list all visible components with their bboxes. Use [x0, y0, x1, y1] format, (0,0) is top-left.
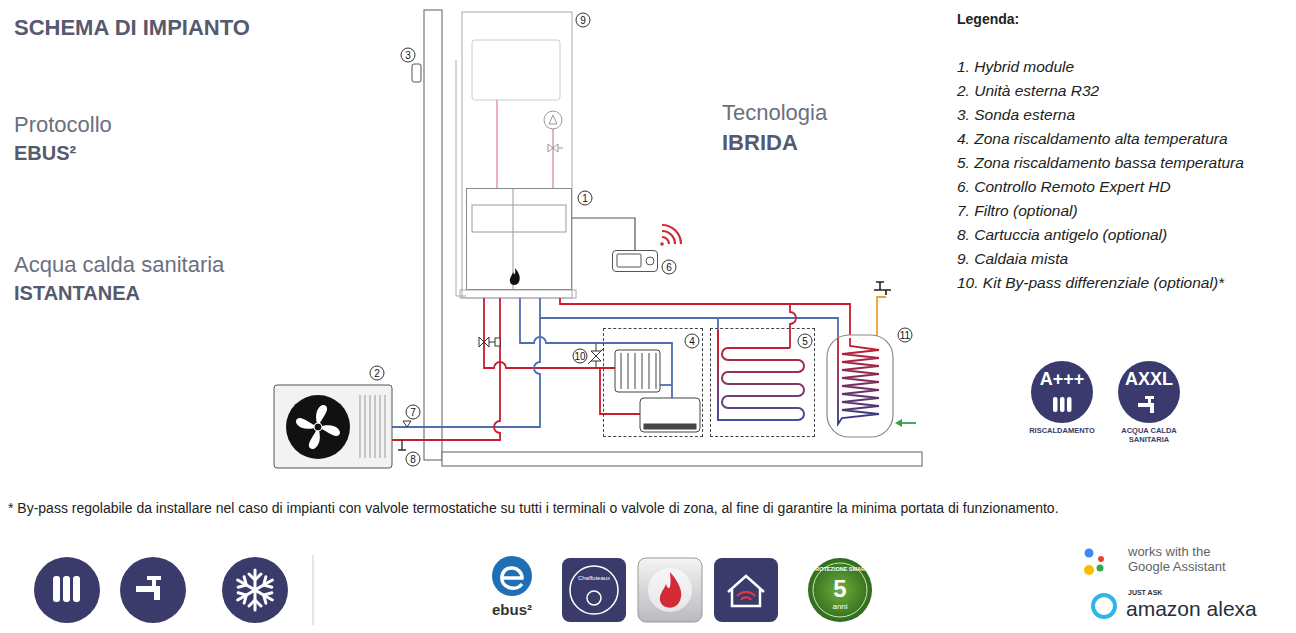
legend-entry: 5. Zona riscaldamento bassa temperatura [957, 154, 1244, 172]
diagram-title: SCHEMA DI IMPIANTO [14, 15, 250, 40]
fan-coil [640, 398, 700, 432]
floor-heating-coil [718, 330, 804, 420]
radiator-fins [621, 353, 656, 389]
wifi-symbol [660, 225, 681, 246]
text-label: Chaffoteaux [578, 575, 610, 582]
text-label: ebus² [492, 601, 532, 618]
text-label: works with the Google Assistant [1128, 545, 1246, 575]
callout-number: 5 [798, 334, 813, 349]
text-label: ISTANTANEA [14, 282, 140, 305]
text-label: Protocollo [14, 112, 112, 137]
floor [442, 452, 922, 466]
building [424, 10, 922, 466]
legend-entry: 4. Zona riscaldamento alta temperatura [957, 130, 1228, 148]
callout-number: 2 [370, 366, 385, 381]
text-label: EBUS² [14, 142, 76, 165]
energy-badge: A+++RISCALDAMENTO [1031, 361, 1093, 423]
badge-text: ACQUA CALDA SANITARIA [1107, 427, 1191, 444]
feature-icons [34, 549, 1115, 626]
text-label: JUST ASK [1128, 589, 1162, 597]
legend-entry: 8. Cartuccia antigelo (optional) [957, 226, 1167, 244]
callout-number: 10 [573, 349, 588, 364]
hybrid-module: 1 [466, 188, 572, 290]
zone-box: 4 [603, 328, 703, 437]
badge-text: RISCALDAMENTO [1020, 427, 1104, 436]
legend-entry: 1. Hybrid module [957, 58, 1074, 76]
outdoor-unit [274, 385, 411, 468]
legend-entry: 10. Kit By-pass differenziale (optional)… [957, 274, 1224, 292]
legend-entry: 9. Caldaia mista [957, 250, 1068, 268]
legend-entry: 6. Controllo Remoto Expert HD [957, 178, 1171, 196]
control-wire [572, 218, 635, 250]
callout-number: 8 [406, 452, 421, 467]
legend-entry: 7. Filtro (optional) [957, 202, 1078, 220]
pipes [392, 297, 886, 440]
text-label: anni [832, 602, 847, 611]
zone-box: 5 [710, 328, 815, 437]
text-label: Acqua calda sanitaria [14, 252, 224, 277]
callout-number: 4 [685, 334, 700, 349]
energy-badge: AXXLACQUA CALDA SANITARIA [1118, 361, 1180, 423]
remote-control: 6 [612, 250, 658, 272]
boiler [456, 12, 576, 298]
badge-text: AXXL [1125, 369, 1173, 390]
radiator [615, 350, 660, 392]
text-label: IBRIDA [722, 130, 798, 155]
storage-tank [827, 282, 916, 437]
text-label: PROTEZIONE SMART [812, 566, 869, 572]
text-label: Tecnologia [722, 100, 827, 125]
badge-text: A+++ [1040, 369, 1085, 390]
text-label: amazon alexa [1126, 597, 1257, 621]
callout-number: 1 [578, 191, 593, 206]
wall [424, 10, 442, 460]
controller-details [617, 254, 654, 267]
tank-coil [838, 338, 879, 424]
callout-number: 9 [576, 13, 591, 28]
legend-entry: 2. Unità esterna R32 [957, 82, 1099, 100]
sensor [412, 64, 421, 82]
text-label: 5 [833, 575, 846, 603]
callout-number: 11 [898, 328, 913, 343]
text-label: Legenda: [957, 11, 1019, 27]
unit-grille [360, 395, 385, 458]
callout-number: 3 [401, 48, 416, 63]
callout-number: 6 [662, 260, 677, 275]
legend-entry: 3. Sonda esterna [957, 106, 1075, 124]
text-label: * By-pass regolabile da installare nel c… [8, 500, 1059, 516]
callout-number: 7 [406, 405, 421, 420]
valves [479, 337, 604, 364]
